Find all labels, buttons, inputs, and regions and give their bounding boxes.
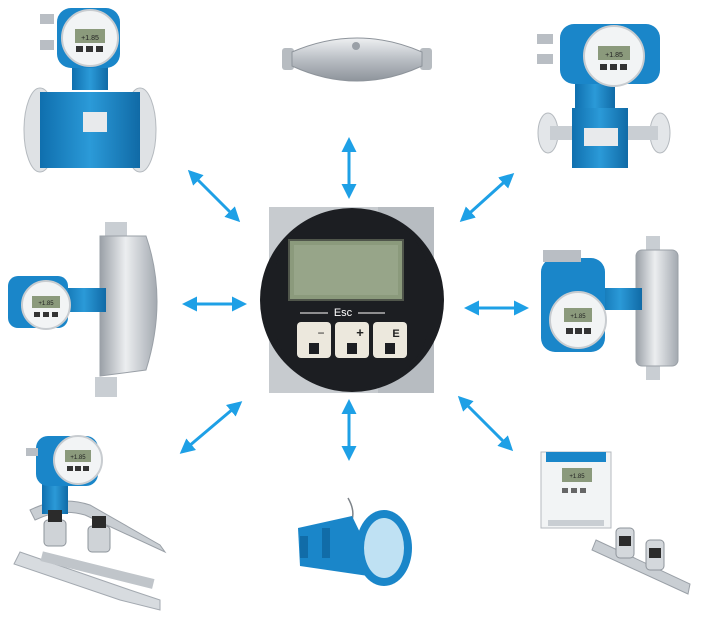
device-promag-flanged: +1.85 <box>23 8 157 173</box>
plus-button-label: + <box>356 325 364 340</box>
device-prosonic-clamp-on: +1.85 <box>13 435 167 611</box>
center-display-module: Esc − + E <box>260 207 444 393</box>
minus-button-label: − <box>317 326 324 340</box>
arrow-top-left <box>187 169 241 223</box>
arrow-bottom-right <box>457 395 514 452</box>
device-promass-right: +1.85 <box>541 236 679 380</box>
minus-button[interactable]: − <box>297 322 331 358</box>
device-screen-text: +1.85 <box>570 314 586 320</box>
device-screen-text: +1.85 <box>70 455 86 461</box>
device-screen-text: +1.85 <box>81 35 99 42</box>
device-insertion-sensor <box>298 497 412 586</box>
arrow-top-right <box>459 172 515 223</box>
device-screen-text: +1.85 <box>605 52 623 59</box>
enter-button-label: E <box>392 328 399 340</box>
device-coriolis-sensor <box>282 37 432 82</box>
device-screen-text: +1.85 <box>569 474 585 480</box>
esc-label: Esc <box>334 307 353 319</box>
device-screen-text: +1.85 <box>38 301 54 307</box>
device-wall-transmitter: +1.85 <box>540 451 691 595</box>
device-promag-compact: +1.85 <box>537 24 671 168</box>
device-promass-left: +1.85 <box>8 222 158 397</box>
plus-button[interactable]: + <box>335 322 369 358</box>
arrow-bottom-left <box>179 401 243 454</box>
enter-button[interactable]: E <box>373 322 407 358</box>
connection-arrows <box>179 137 529 461</box>
